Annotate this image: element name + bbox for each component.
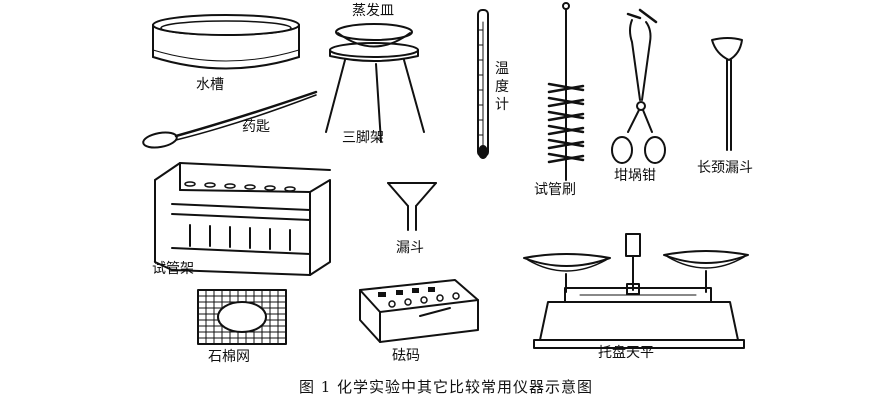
asbestos-gauze-label: 石棉网 [208, 349, 250, 365]
test-tube-brush-label: 试管刷 [534, 182, 576, 198]
balance-drawing [524, 234, 748, 348]
test-tube-rack-label: 试管架 [152, 261, 194, 277]
thermometer-label: 温度计 [495, 61, 509, 113]
balance-label: 托盘天平 [598, 345, 654, 361]
figure-caption: 图 1 化学实验中其它比较常用仪器示意图 [298, 378, 594, 396]
evaporating-dish-tripod-drawing [326, 24, 424, 142]
long-neck-funnel-label: 长颈漏斗 [697, 160, 753, 176]
long-neck-funnel-drawing [712, 38, 742, 150]
thermometer-drawing [478, 10, 488, 158]
asbestos-gauze-drawing [198, 290, 286, 344]
water-trough-drawing [153, 15, 299, 69]
crucible-tongs-label: 坩埚钳 [614, 168, 656, 184]
test-tube-rack-drawing [155, 163, 330, 275]
evaporating-dish-label: 蒸发皿 [352, 3, 394, 19]
weights-box-drawing [360, 280, 478, 342]
tripod-label: 三脚架 [342, 130, 384, 146]
funnel-drawing [388, 183, 436, 230]
water-trough-label: 水槽 [196, 77, 224, 93]
weights-label: 砝码 [392, 348, 420, 364]
test-tube-brush-drawing [549, 3, 583, 180]
funnel-label: 漏斗 [396, 240, 424, 256]
spoon-label: 药匙 [242, 119, 270, 135]
spoon-drawing [142, 92, 316, 150]
crucible-tongs-drawing [612, 10, 665, 163]
